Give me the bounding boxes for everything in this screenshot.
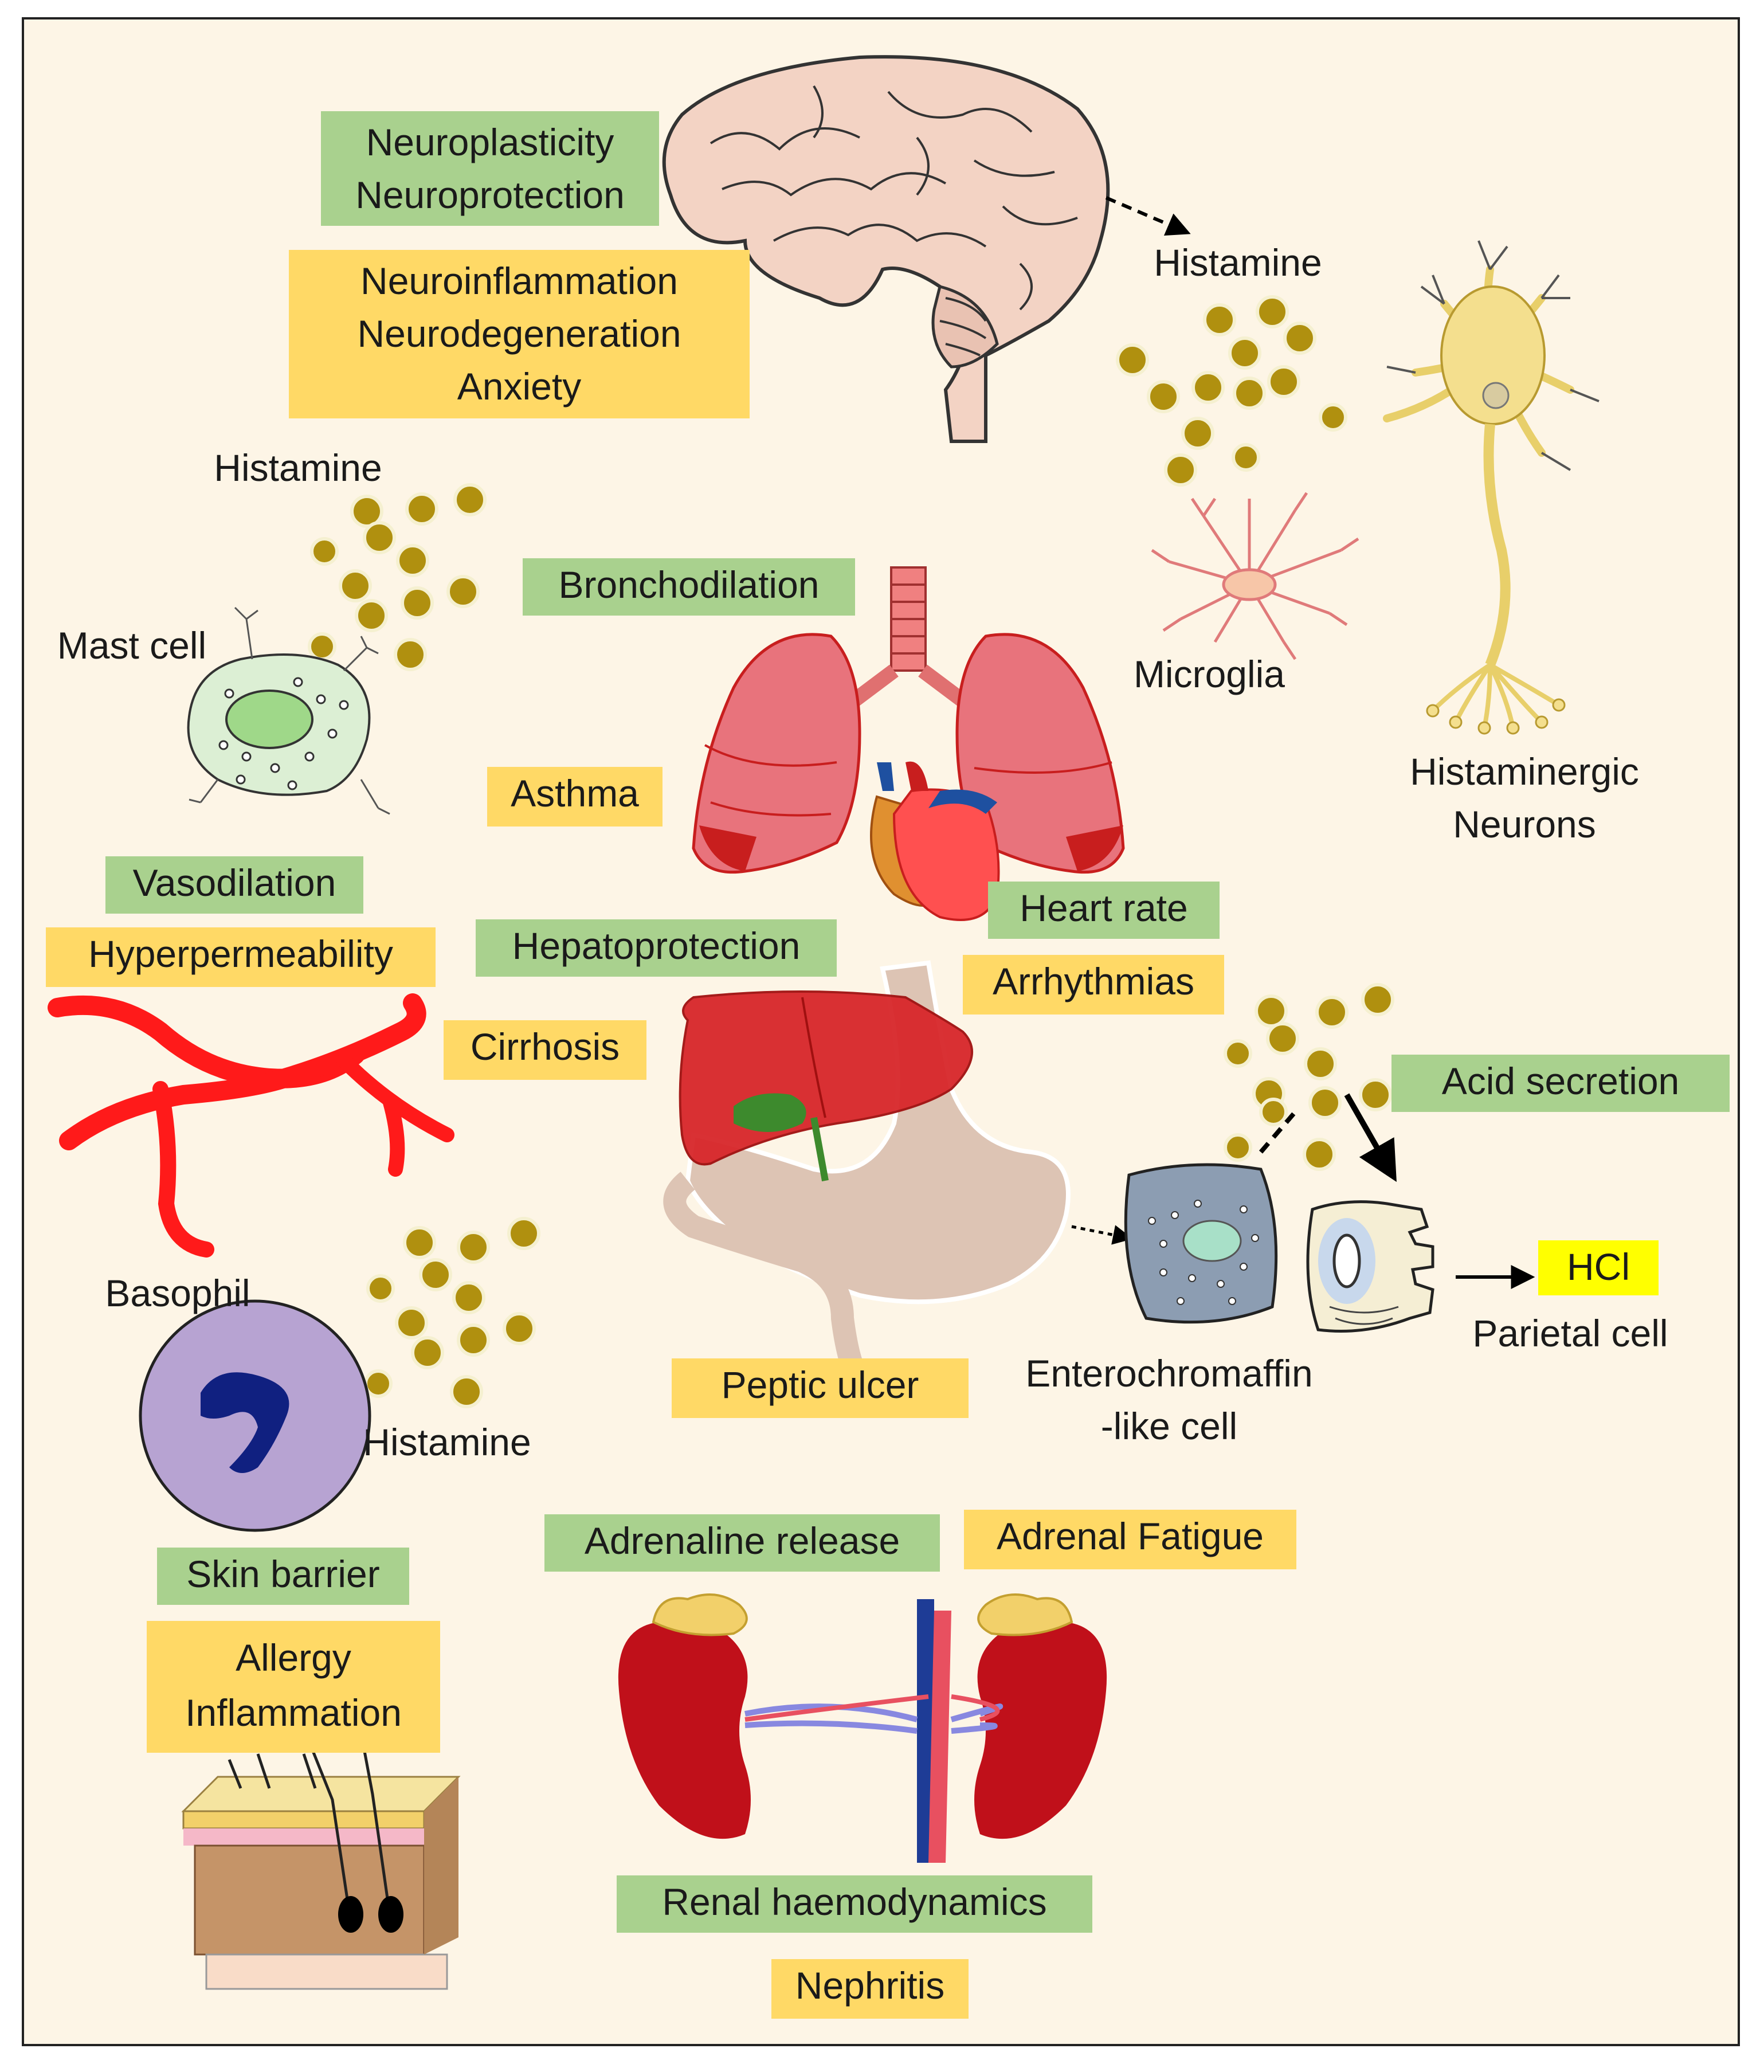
heart-icon <box>870 761 1000 921</box>
blood-vessel-icon <box>48 993 454 1258</box>
brain-histamine-granules <box>1116 295 1347 487</box>
stomach-icon <box>663 960 1071 1388</box>
ecl-label-line: -like cell <box>1100 1405 1238 1447</box>
basophil-histamine-granules <box>364 1217 540 1408</box>
adrenal-pathological-label: Adrenal Fatigue <box>964 1510 1296 1569</box>
lungs-icon <box>692 566 1125 874</box>
hcl-label: HCl <box>1538 1240 1659 1295</box>
histamine-parietal-arrow <box>1344 1093 1397 1182</box>
neurons-label-line: Histaminergic <box>1410 750 1639 793</box>
ecl-cell-icon <box>1124 1163 1278 1324</box>
adrenal-beneficial-label: Adrenaline release <box>544 1514 940 1572</box>
brain-icon <box>662 55 1110 443</box>
mast-cell-histamine-label: Histamine <box>214 446 382 489</box>
liver-icon <box>679 990 973 1182</box>
brain-beneficial-box: Neuroplasticity Neuroprotection <box>321 111 659 226</box>
stomach-beneficial-label: Acid secretion <box>1391 1055 1730 1112</box>
vessels-beneficial-label: Vasodilation <box>105 856 363 914</box>
skin-beneficial-label: Skin barrier <box>157 1548 409 1605</box>
ecl-cell-label: Enterochromaffin -like cell <box>997 1347 1341 1452</box>
heart-beneficial-label: Heart rate <box>988 882 1220 939</box>
basophil-icon <box>139 1299 371 1532</box>
mast-cell-icon <box>187 606 390 815</box>
microglia-label: Microglia <box>1133 653 1285 695</box>
microglia-icon <box>1151 492 1359 660</box>
skin-icon <box>181 1702 461 1990</box>
brain-beneficial-label: Neuroprotection <box>355 174 625 216</box>
liver-pathological-label: Cirrhosis <box>444 1020 646 1080</box>
skin-pathological-label: Allergy <box>236 1636 351 1679</box>
brain-pathological-box: Neuroinflammation Neurodegeneration Anxi… <box>289 250 750 418</box>
mast-cell-label: Mast cell <box>57 624 207 667</box>
heart-pathological-label: Arrhythmias <box>963 955 1224 1015</box>
brain-histamine-label: Histamine <box>1154 241 1322 284</box>
basophil-label: Basophil <box>105 1272 250 1314</box>
brain-pathological-label: Neuroinflammation <box>360 260 678 302</box>
skin-pathological-label: Inflammation <box>185 1691 402 1734</box>
parietal-cell-label: Parietal cell <box>1472 1312 1668 1354</box>
brain-beneficial-label: Neuroplasticity <box>366 121 614 163</box>
histaminergic-neurons-label: Histaminergic Neurons <box>1364 745 1685 851</box>
stomach-ecl-arrow <box>1071 1225 1133 1245</box>
kidney-pathological-label: Nephritis <box>771 1959 969 2019</box>
brain-pathological-label: Neurodegeneration <box>357 312 681 355</box>
lungs-beneficial-label: Bronchodilation <box>523 558 855 616</box>
vessels-pathological-label: Hyperpermeability <box>46 927 436 987</box>
brain-histamine-arrow <box>1105 196 1191 236</box>
parietal-cell-icon <box>1306 1200 1434 1333</box>
skin-pathological-box: Allergy Inflammation <box>147 1621 440 1753</box>
liver-beneficial-label: Hepatoprotection <box>476 919 837 977</box>
ecl-label-line: Enterochromaffin <box>1025 1352 1313 1395</box>
stomach-histamine-granules <box>1224 983 1394 1171</box>
kidneys-icon <box>618 1599 1107 1863</box>
histaminergic-neuron-icon <box>1383 240 1600 735</box>
adrenal-glands-icon <box>652 1593 1073 1636</box>
basophil-histamine-label: Histamine <box>363 1421 531 1463</box>
ecl-release-dashes <box>1259 1110 1297 1154</box>
stomach-pathological-label: Peptic ulcer <box>672 1358 969 1418</box>
mast-cell-histamine-granules <box>308 483 487 671</box>
lungs-pathological-label: Asthma <box>487 767 663 827</box>
neurons-label-line: Neurons <box>1453 803 1596 845</box>
brain-pathological-label: Anxiety <box>457 365 582 408</box>
kidney-beneficial-label: Renal haemodynamics <box>617 1875 1092 1933</box>
